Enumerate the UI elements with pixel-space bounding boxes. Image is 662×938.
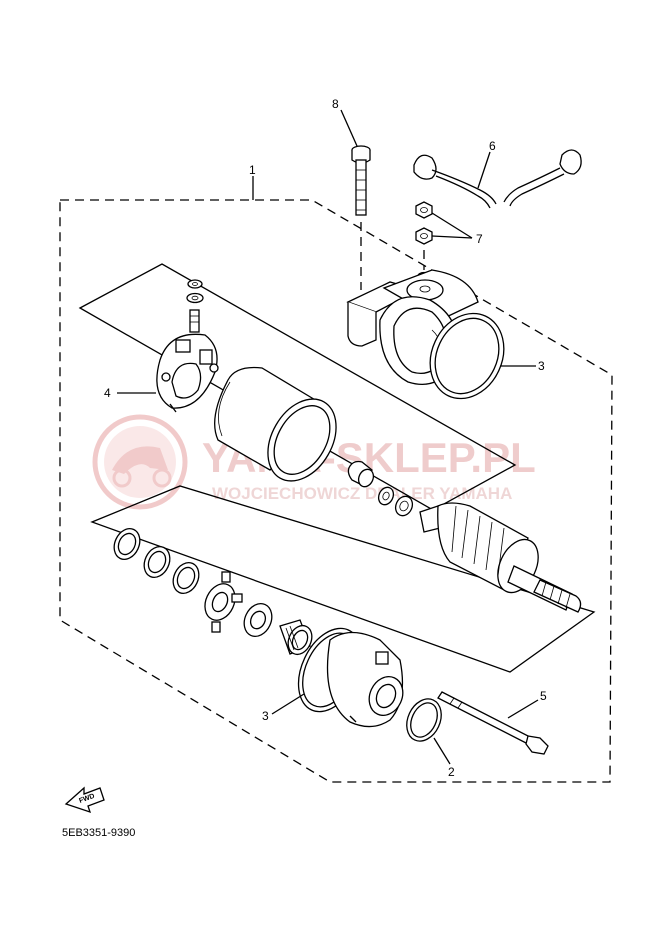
leader-lines [117,109,539,765]
small-washers [186,279,204,304]
bushing-and-washers [347,460,414,517]
long-bolt-part-5 [437,691,549,755]
diagram-code: 5EB3351-9390 [62,827,135,839]
callout-3-upper: 3 [538,359,545,373]
callout-4: 4 [104,386,111,400]
brush-holder-part-4 [156,309,219,413]
o-ring-upper [429,312,505,400]
callout-3-lower: 3 [262,709,269,723]
callout-7: 7 [476,232,483,246]
lower-plane [90,485,596,673]
lower-rings [113,527,200,595]
callout-5: 5 [540,689,547,703]
armature [419,502,582,613]
fwd-arrow-icon: FWD [64,786,105,814]
callout-6: 6 [489,139,496,153]
yoke-stator [214,366,337,482]
o-ring-part-2 [406,698,442,742]
watermark-subtitle: WOJCIECHOWICZ DEALER YAMAHA [212,484,512,503]
bolt-part-8 [351,145,371,290]
callout-1: 1 [249,163,256,177]
nuts-part-7 [415,201,433,281]
needle-bearing [279,619,313,656]
front-cover [297,627,404,728]
assembly-outline [59,199,613,783]
lock-washer [204,571,243,633]
callout-8: 8 [332,97,339,111]
callout-2: 2 [448,765,455,779]
oil-seal [243,602,273,638]
lead-wires-part-6 [413,149,582,209]
watermark-logo [92,414,188,510]
